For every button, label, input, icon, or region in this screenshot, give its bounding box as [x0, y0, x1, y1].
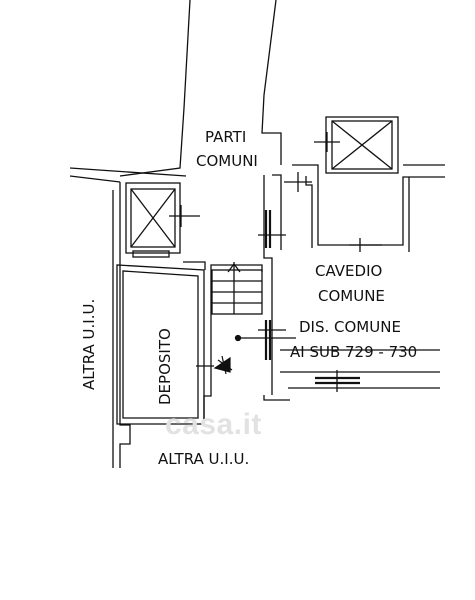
label-deposito: DEPOSITO [156, 328, 174, 405]
wall-left-inner [119, 182, 131, 468]
staircase [211, 262, 263, 315]
label-comune: COMUNE [318, 287, 385, 305]
label-altra-uiu-bottom: ALTRA U.I.U. [158, 450, 250, 468]
label-parti: PARTI [205, 128, 247, 146]
label-comuni: COMUNI [196, 152, 258, 170]
label-dis-comune: DIS. COMUNE [299, 318, 401, 336]
lift-shaft-right [325, 116, 399, 174]
wall-upper-right [261, 0, 282, 165]
cavedio-walls [292, 164, 445, 246]
watermark-logo: casa.it [165, 408, 262, 441]
wall-upper-left [119, 0, 191, 177]
label-ai-sub: AI SUB 729 - 730 [290, 343, 418, 361]
lift-shaft-left [125, 182, 181, 254]
wall-corridor-right [263, 175, 273, 395]
wall-corridor-left [183, 261, 206, 270]
compass-icon [213, 355, 233, 375]
wall-top-left-diagonal [69, 167, 187, 177]
label-altra-uiu-left: ALTRA U.I.U. [80, 298, 98, 390]
label-cavedio: CAVEDIO [315, 262, 383, 280]
wall-top-left-diagonal-2 [69, 175, 121, 183]
